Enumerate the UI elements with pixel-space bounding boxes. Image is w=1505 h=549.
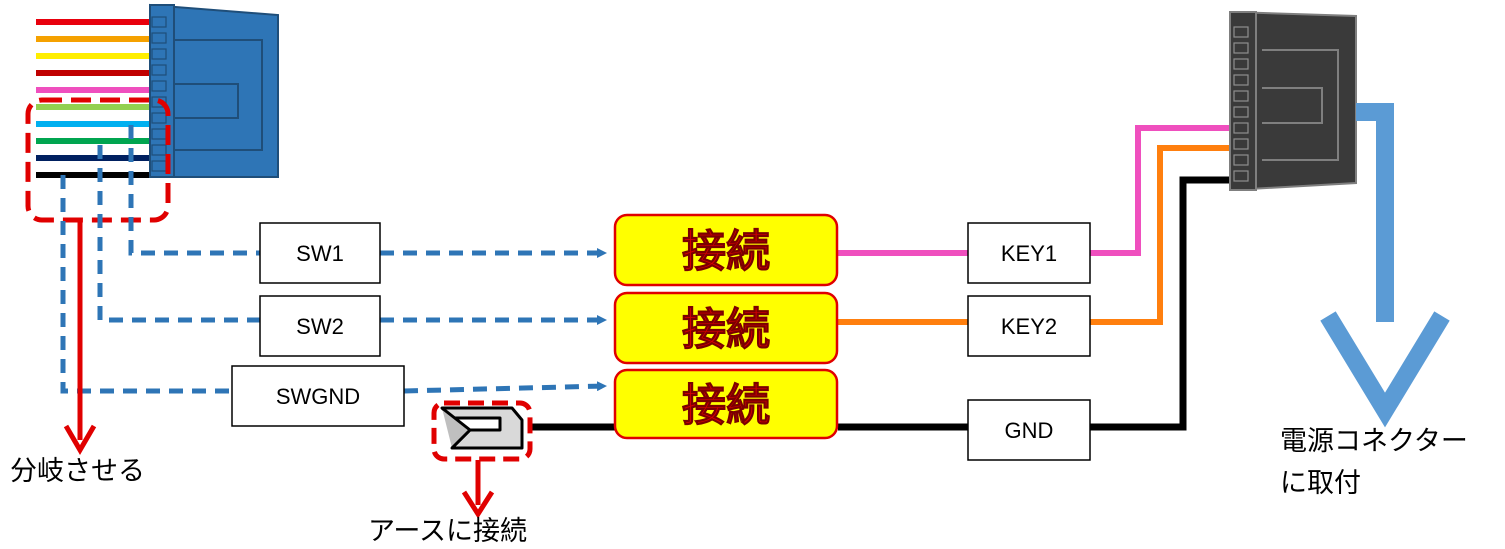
ground-note: アースに接続 (368, 516, 527, 547)
sw2-route-a (97, 145, 260, 323)
connect-label-1: 接続 (682, 226, 770, 277)
sw2-label: SW2 (296, 314, 344, 339)
connector-pin (151, 160, 167, 172)
ground-highlight (431, 400, 533, 462)
signal-labels-right: KEY1 KEY2 GND (967, 222, 1091, 461)
connector-pin (1233, 138, 1249, 150)
power-connector-pins (1233, 26, 1249, 182)
left-harness-wires (36, 19, 156, 178)
connector-pin (151, 112, 167, 124)
key1-box (967, 222, 1091, 284)
connector-pin (1233, 58, 1249, 70)
sw1-label: SW1 (296, 241, 344, 266)
connector-pin (151, 64, 167, 76)
ground-terminal (431, 400, 533, 519)
connector-pin (1233, 90, 1249, 102)
branch-arrow (63, 220, 97, 455)
connector-pin (1233, 42, 1249, 54)
key2-label: KEY2 (1001, 314, 1057, 339)
signal-routes (60, 125, 607, 394)
sw2-box (259, 295, 381, 357)
connect-box-1 (613, 213, 839, 287)
swgnd-route-a (60, 175, 232, 394)
power-note-line1: 電源コネクター (1280, 426, 1468, 457)
connector-pin (1233, 106, 1249, 118)
gnd-box (967, 399, 1091, 461)
connect-label-2: 接続 (682, 304, 770, 355)
connector-pin (151, 128, 167, 140)
power-note-line2: に取付 (1280, 468, 1361, 499)
sw1-box (259, 222, 381, 284)
connect-box-2 (613, 291, 839, 365)
key1-label: KEY1 (1001, 241, 1057, 266)
connect-box-3 (613, 368, 839, 440)
gnd-label: GND (1005, 418, 1054, 443)
branch-note: 分岐させる (10, 456, 145, 487)
swgnd-label: SWGND (276, 384, 360, 409)
connector-pin (151, 16, 167, 28)
connector-pin (1233, 74, 1249, 86)
connector-pin (151, 144, 167, 156)
connector-pin (151, 48, 167, 60)
connect-label-3: 接続 (682, 380, 770, 431)
sw1-route-a (128, 125, 260, 256)
connect-boxes: 接続 接続 接続 (613, 213, 839, 440)
key2-box (967, 295, 1091, 357)
connector-pin (151, 32, 167, 44)
connector-pin (1233, 26, 1249, 38)
connector-pin (1233, 122, 1249, 134)
install-arrow (1320, 103, 1450, 428)
connector-pin (151, 80, 167, 92)
signal-labels-left: SW1 SW2 SWGND (231, 222, 405, 427)
connector-pin (1233, 170, 1249, 182)
power-connector (1229, 10, 1357, 192)
swgnd-box (231, 365, 405, 427)
left-connector (149, 3, 279, 178)
connector-pin (1233, 154, 1249, 166)
swgnd-route-b (403, 381, 607, 394)
